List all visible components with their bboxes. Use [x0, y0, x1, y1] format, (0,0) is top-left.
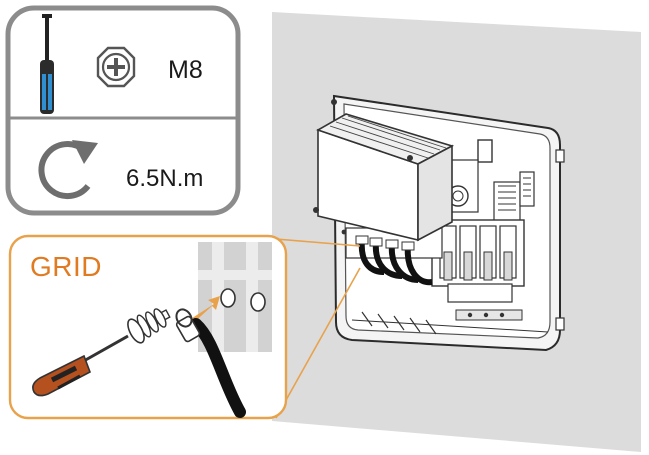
phillips-bolt-icon — [96, 46, 136, 88]
terminal-plate — [198, 242, 272, 352]
inverter-unit — [313, 94, 565, 352]
detail-screwdriver-icon — [32, 334, 129, 397]
grid-detail-callout — [8, 234, 288, 420]
screwdriver-icon — [40, 14, 54, 114]
torque-value-label: 6.5N.m — [126, 165, 204, 192]
tool-spec-panel — [5, 5, 241, 216]
callout-leader-bottom — [275, 267, 361, 419]
screw-size-label: M8 — [168, 56, 203, 84]
bolt-washer-assembly — [127, 308, 171, 344]
grid-label: GRID — [30, 251, 102, 282]
ring-terminal-cable — [175, 308, 246, 418]
rotate-clockwise-icon — [38, 140, 98, 200]
